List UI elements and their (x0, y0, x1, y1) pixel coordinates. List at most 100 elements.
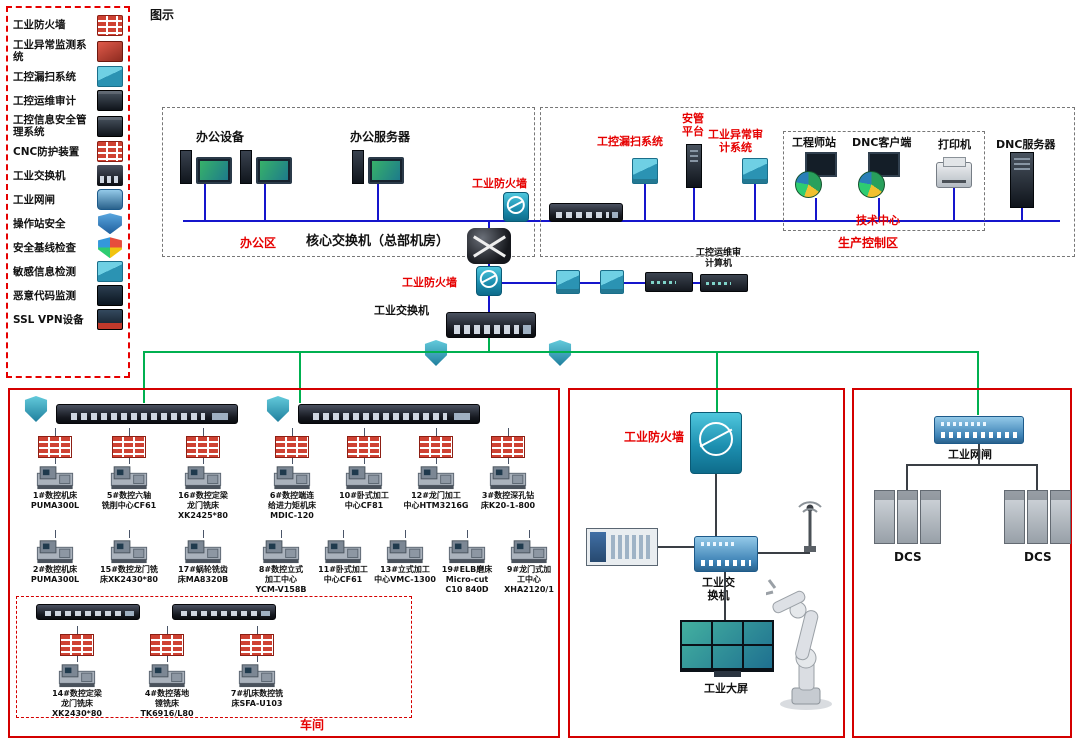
industrial-switch-label: 工业交换机 (374, 304, 429, 317)
engineer-station-label: 工程师站 (792, 136, 836, 149)
legend-item-label: 工业交换机 (13, 169, 66, 182)
middle-firewall-label: 工业防火墙 (624, 430, 685, 444)
machine-node: 2#数控机床 PUMA300L (18, 530, 92, 585)
legend-item-label: 工业异常监测系统 (13, 39, 87, 64)
legend-item: 工业网闸 (13, 189, 123, 211)
distribution-line (143, 351, 145, 403)
security-platform-server-icon (686, 144, 702, 188)
office-server-pc (352, 150, 404, 184)
office-pc-1 (180, 150, 232, 184)
machine-connector (128, 458, 130, 464)
legend-item-label: 操作站安全 (13, 217, 66, 230)
distribution-line (488, 338, 490, 352)
legend-item-icon (97, 40, 123, 62)
core-switch-label: 核心交换机（总部机房） (306, 234, 450, 249)
machine-label: 9#龙门式加 工中心 XHA2120/1 (504, 565, 554, 594)
security-shield-icon-right (548, 340, 572, 366)
legend-item: 工控漏扫系统 (13, 66, 123, 88)
machine-node: 7#机床数控铣 床SFA-U103 (212, 626, 302, 709)
machine-connector (202, 458, 204, 464)
machine-connector (256, 656, 258, 662)
engineer-station-icon (795, 152, 837, 198)
connection-line (906, 464, 908, 490)
dnc-client-label: DNC客户端 (852, 136, 912, 149)
machine-node: 15#数控龙门铣 床XK2430*80 (92, 530, 166, 585)
top-firewall-label: 工业防火墙 (472, 177, 527, 190)
connection-line (1021, 208, 1023, 220)
cnc-firewall-icon (347, 436, 381, 458)
legend-item-label: SSL VPN设备 (13, 313, 84, 326)
middle-industrial-switch-icon (694, 536, 758, 572)
machine-label: 12#龙门加工 中心HTM3216G (403, 491, 469, 510)
plc-icon (586, 528, 658, 566)
cnc-machine-icon (184, 466, 222, 490)
office-server-label: 办公服务器 (350, 130, 411, 144)
connection-line (953, 188, 955, 220)
legend-item-icon (98, 237, 122, 259)
machine-node: 6#数控端连 给进力矩机床 MDIC-120 (256, 428, 328, 521)
dcs-system-left (874, 490, 941, 544)
ops-audit-computer-label: 工控运维审 计算机 (696, 248, 742, 269)
machine-label: 5#数控六轴 铣削中心CF61 (101, 491, 157, 510)
legend-item: 操作站安全 (13, 213, 123, 235)
connection-line (815, 198, 817, 220)
machine-connector (166, 656, 168, 662)
machine-node: 17#蜗轮铣齿 床MA8320B (166, 530, 240, 585)
tech-center-label: 技术中心 (856, 214, 900, 227)
cnc-machine-icon (448, 540, 486, 564)
cnc-machine-icon (417, 466, 455, 490)
middle-zone-box: 工业防火墙 工业交 换机 工业大屏 (568, 388, 845, 738)
cnc-machine-icon (489, 466, 527, 490)
machine-node: 13#立式加工 中心VMC-1300 (374, 530, 436, 585)
pc-screen (260, 161, 288, 180)
cnc-machine-icon (36, 466, 74, 490)
machine-label: 17#蜗轮铣齿 床MA8320B (177, 565, 229, 584)
cnc-machine-icon (36, 540, 74, 564)
distribution-line (143, 351, 979, 353)
distribution-line (716, 351, 718, 413)
middle-switch-label: 工业交 换机 (702, 576, 735, 603)
pc-screen (200, 161, 228, 180)
legend-item-icon (97, 15, 123, 36)
vuln-scan-label: 工控漏扫系统 (597, 135, 663, 148)
workshop-shield-icon-b (266, 396, 290, 422)
workshop-zone-box: 1#数控机床 PUMA300L 5#数控六轴 铣削中心CF61 16#数控定梁 … (8, 388, 560, 738)
cnc-machine-icon (262, 540, 300, 564)
connection-line (715, 474, 717, 536)
industrial-core-switch-icon (446, 312, 536, 338)
vuln-scan-icon (632, 158, 658, 184)
legend-item: 恶意代码监测 (13, 285, 123, 307)
pc-tower-icon (352, 150, 364, 184)
connection-line (1036, 464, 1038, 490)
distribution-line (977, 351, 979, 415)
top-firewall-icon (503, 192, 529, 222)
legend-item: 工控运维审计 (13, 90, 123, 112)
machine-group-b-row2: 8#数控立式 加工中心 YCM-V158B 11#卧式加工 中心CF61 13#… (250, 530, 560, 595)
machine-label: 15#数控龙门铣 床XK2430*80 (100, 565, 158, 584)
security-platform-label: 安管 平台 (682, 112, 704, 139)
machine-node: 16#数控定梁 龙门铣床 XK2425*80 (166, 428, 240, 521)
workshop-switch-a-icon (56, 404, 238, 424)
security-module-icon-1 (556, 270, 580, 294)
legend-item-icon (97, 261, 123, 283)
cnc-machine-icon (110, 466, 148, 490)
workshop-switch-b-icon (298, 404, 480, 424)
connection-line (724, 572, 726, 620)
machine-label: 1#数控机床 PUMA300L (30, 491, 80, 510)
legend-item-icon (97, 189, 123, 211)
connection-line (377, 184, 379, 220)
cnc-machine-icon (273, 466, 311, 490)
pc-monitor-icon (256, 157, 292, 184)
pc-tower-icon (240, 150, 252, 184)
security-module-icon-2 (600, 270, 624, 294)
dnc-server-icon (1010, 152, 1034, 208)
dnc-client-icon (858, 152, 900, 198)
machine-connector (291, 458, 293, 464)
legend-item-label: CNC防护装置 (13, 145, 80, 158)
dnc-server-label: DNC服务器 (996, 138, 1056, 151)
legend-item: 安全基线检查 (13, 237, 123, 259)
security-shield-icon-left (424, 340, 448, 366)
connection-line (693, 188, 695, 220)
machine-label: 2#数控机床 PUMA300L (30, 565, 80, 584)
legend-item-icon (97, 90, 123, 112)
